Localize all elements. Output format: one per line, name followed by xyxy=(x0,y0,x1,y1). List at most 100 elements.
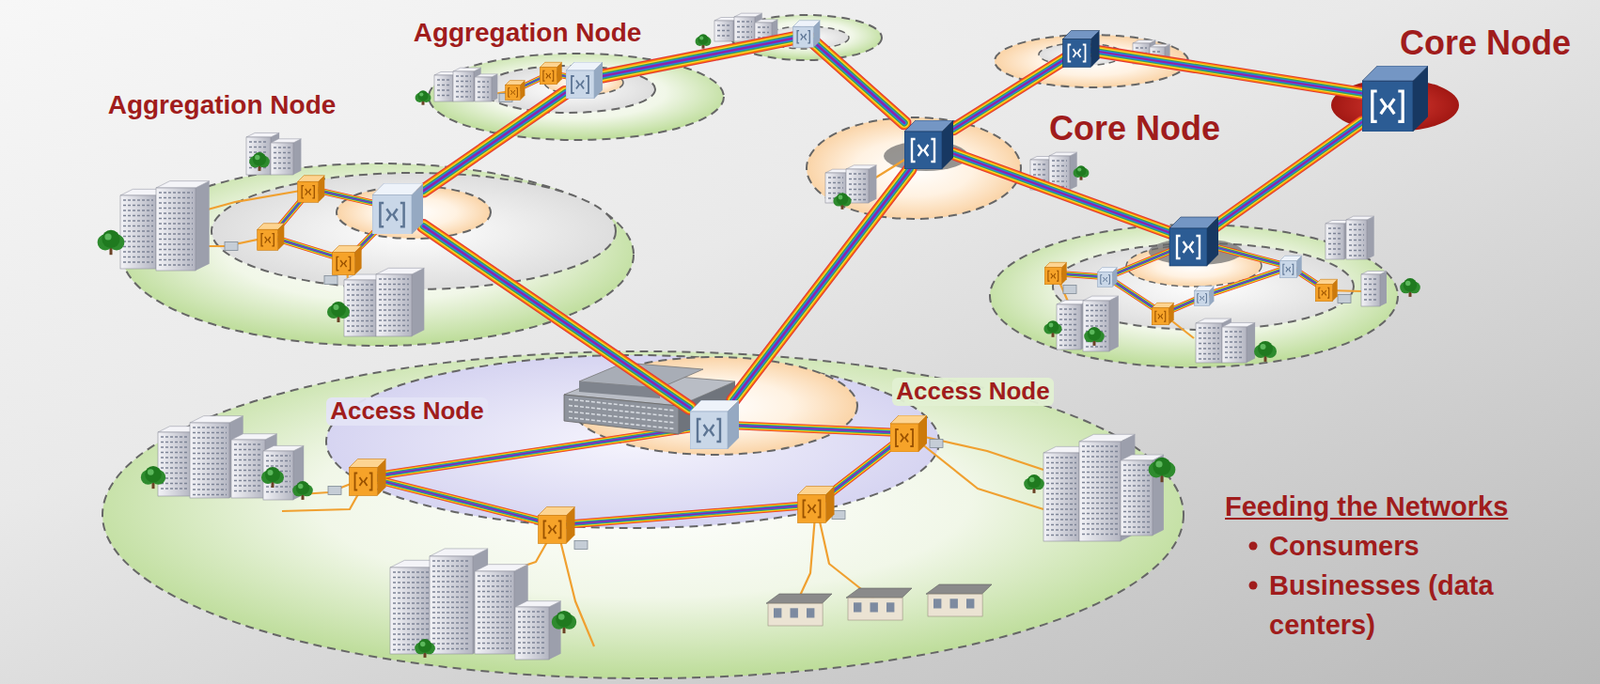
building-windows xyxy=(1082,513,1118,516)
building-windows xyxy=(432,638,471,641)
building-front xyxy=(344,280,377,337)
building-windows xyxy=(432,576,471,579)
building-windows xyxy=(192,457,227,460)
building-windows xyxy=(437,89,451,92)
building-front xyxy=(156,188,196,271)
cube-side xyxy=(727,400,739,450)
switch-symbol xyxy=(336,256,350,270)
node-shape xyxy=(890,415,927,453)
cube-front xyxy=(890,423,919,453)
building-windows xyxy=(477,632,512,635)
fiber-band xyxy=(733,169,910,401)
switch-symbol xyxy=(355,473,373,491)
building-front xyxy=(734,16,755,42)
cube-front xyxy=(538,516,567,545)
building-side xyxy=(1246,322,1255,363)
tree-highlight xyxy=(838,195,844,201)
tree-highlight xyxy=(558,613,565,621)
house-roof xyxy=(766,594,832,604)
building-windows xyxy=(432,560,471,563)
tree xyxy=(261,467,284,488)
feeding-note: Feeding the NetworksConsumersBusinesses … xyxy=(1224,486,1583,645)
bullet-dot xyxy=(1247,540,1259,552)
switch-cube xyxy=(298,175,326,204)
tree-crown xyxy=(1087,327,1101,341)
bullet-dot-shape xyxy=(1249,542,1258,551)
building-windows xyxy=(123,215,154,218)
building-windows xyxy=(378,278,409,281)
building-windows xyxy=(568,406,675,418)
node-shape xyxy=(904,120,954,170)
cube-side xyxy=(814,20,821,48)
building-windows xyxy=(1123,526,1150,529)
building-windows xyxy=(517,627,547,629)
building-windows xyxy=(1051,159,1067,162)
tree-crown xyxy=(265,467,281,483)
cube-front xyxy=(331,252,355,276)
fiber-band xyxy=(733,169,910,401)
building-windows xyxy=(160,462,189,465)
building-windows xyxy=(437,84,451,87)
building-windows xyxy=(477,601,512,604)
building-front xyxy=(474,571,515,655)
fiber-band xyxy=(423,226,691,409)
building-windows xyxy=(346,310,374,313)
building-windows xyxy=(848,193,866,196)
building-windows xyxy=(158,249,193,251)
building-windows xyxy=(1364,283,1378,286)
building-windows xyxy=(1082,492,1118,495)
house-window xyxy=(773,608,782,618)
building-windows xyxy=(192,473,227,476)
bullet-text: Consumers xyxy=(1269,531,1420,562)
building-front xyxy=(1325,223,1345,260)
building-windows xyxy=(1059,313,1079,316)
building xyxy=(1082,296,1119,352)
building-windows xyxy=(1059,339,1079,342)
house-wall xyxy=(768,603,823,627)
fiber-band xyxy=(423,93,565,192)
house-window xyxy=(966,598,974,609)
tree-crown xyxy=(836,192,849,205)
fiber-band xyxy=(738,425,891,433)
terminal-box xyxy=(1063,285,1077,295)
building-windows xyxy=(477,86,489,89)
switch-symbol xyxy=(911,139,935,162)
switch-cube xyxy=(793,20,821,48)
building-windows xyxy=(273,146,291,149)
building-side xyxy=(411,267,424,337)
building-windows xyxy=(1051,170,1067,173)
building-windows xyxy=(392,628,429,631)
tree-highlight xyxy=(1077,167,1082,172)
fiber-band xyxy=(738,425,891,433)
node-shape xyxy=(690,400,739,450)
house xyxy=(766,594,832,627)
building-windows xyxy=(737,20,753,23)
terminal-box xyxy=(1337,295,1351,304)
building-windows xyxy=(1082,476,1118,479)
building-windows xyxy=(192,442,227,445)
building-windows xyxy=(517,637,547,640)
building-windows xyxy=(1082,466,1118,469)
cube-side xyxy=(1209,286,1215,307)
building-windows xyxy=(437,94,451,97)
switch-symbol xyxy=(544,521,562,539)
building-windows xyxy=(1198,343,1220,346)
access-node: Access Node xyxy=(890,415,927,453)
building xyxy=(846,165,877,204)
building-windows xyxy=(346,325,374,328)
building-front xyxy=(515,607,550,660)
building-windows xyxy=(517,616,547,619)
building-windows xyxy=(1082,455,1118,458)
fiber-link xyxy=(602,35,906,124)
building-windows xyxy=(266,454,291,457)
building-windows xyxy=(192,478,227,481)
building-windows xyxy=(1046,493,1077,496)
tree-crown xyxy=(1075,165,1086,176)
building-windows xyxy=(432,601,471,604)
building-windows xyxy=(1123,505,1150,508)
fiber-band xyxy=(738,425,891,433)
switch-cube xyxy=(505,80,526,101)
building-windows xyxy=(378,329,409,332)
cube-front xyxy=(1362,80,1413,132)
